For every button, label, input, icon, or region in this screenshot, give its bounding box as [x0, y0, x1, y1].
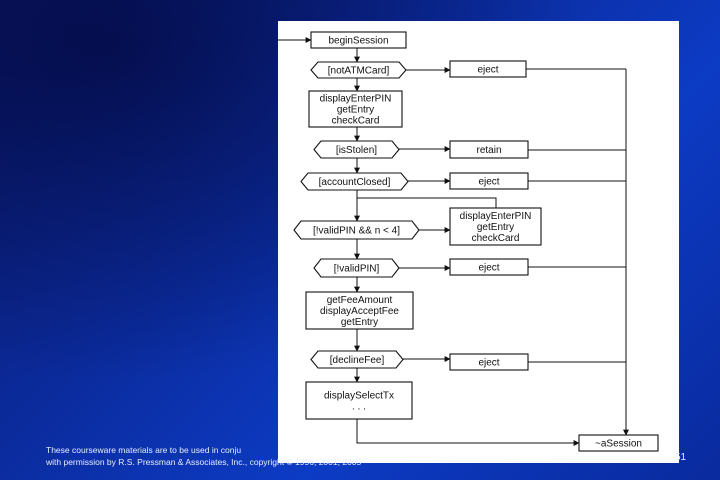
node-shape: [300, 172, 409, 191]
node-label: [notATMCard]: [328, 66, 390, 77]
node-label: beginSession: [328, 36, 388, 47]
copyright-notice-line-1: These courseware materials are to be use…: [46, 445, 242, 455]
node-shape: [305, 291, 414, 330]
atm-session-flow-diagram: beginSession [notATMCard] eject displayEnte…: [278, 31, 659, 452]
final-arrow: [356, 419, 580, 446]
node-shape: [449, 207, 542, 246]
node-begin-session: beginSession: [310, 31, 407, 49]
node-label: [!validPIN && n < 4]: [313, 226, 400, 237]
node-label: displayEnterPIN: [460, 211, 532, 222]
node-retain: retain: [449, 140, 529, 159]
node-label: eject: [477, 65, 498, 76]
node-label: getEntry: [477, 222, 514, 233]
node-eject-2: eject: [449, 172, 529, 190]
node-eject-1: eject: [449, 60, 527, 78]
node-label: getEntry: [337, 105, 374, 116]
node-end-session: ~aSession: [578, 434, 659, 452]
sequence-diagram-panel: beginSession [notATMCard] eject displayEnte…: [278, 21, 679, 463]
node-label: getEntry: [341, 317, 378, 328]
page-number: 51: [675, 452, 687, 463]
node-invalid-pin-retry: [!validPIN && n < 4]: [293, 220, 420, 240]
node-shape: [310, 61, 407, 79]
node-invalid-pin: [!validPIN]: [313, 258, 400, 278]
node-label: retain: [476, 145, 501, 156]
node-not-atm-card: [notATMCard]: [310, 61, 407, 79]
node-shape: [313, 140, 400, 159]
node-label: displaySelectTx: [324, 391, 394, 402]
node-decline-fee: [declineFee]: [310, 350, 404, 369]
node-shape: [449, 140, 529, 159]
node-is-stolen: [isStolen]: [313, 140, 400, 159]
node-label: getFeeAmount: [327, 295, 393, 306]
node-eject-3: eject: [449, 258, 529, 276]
node-label: eject: [478, 177, 499, 188]
node-label: checkCard: [332, 116, 380, 127]
copyright-notice-line-2: with permission by R.S. Pressman & Assoc…: [46, 457, 362, 467]
node-eject-4: eject: [449, 353, 529, 371]
node-label: [!validPIN]: [334, 264, 380, 275]
node-shape: [449, 60, 527, 78]
node-label: displayAcceptFee: [320, 306, 399, 317]
node-label: checkCard: [472, 233, 520, 244]
node-shape: [293, 220, 420, 240]
node-shape: [310, 350, 404, 369]
node-label: [isStolen]: [336, 145, 377, 156]
node-shape: [308, 90, 403, 128]
node-shape: [449, 353, 529, 371]
node-account-closed: [accountClosed]: [300, 172, 409, 191]
node-label: [declineFee]: [330, 355, 385, 366]
node-shape: [449, 172, 529, 190]
node-label: [accountClosed]: [319, 177, 391, 188]
node-label: ~aSession: [595, 439, 642, 450]
node-shape: [313, 258, 400, 278]
node-shape: [449, 258, 529, 276]
node-label: eject: [478, 263, 499, 274]
node-label: . . .: [352, 402, 366, 413]
node-shape: [310, 31, 407, 49]
node-shape: [578, 434, 659, 452]
node-shape: [305, 381, 413, 420]
node-label: displayEnterPIN: [320, 94, 392, 105]
node-label: eject: [478, 358, 499, 369]
node-display-select-tx: displaySelectTx. . .: [305, 381, 413, 420]
retry-loop-line: [357, 197, 497, 208]
